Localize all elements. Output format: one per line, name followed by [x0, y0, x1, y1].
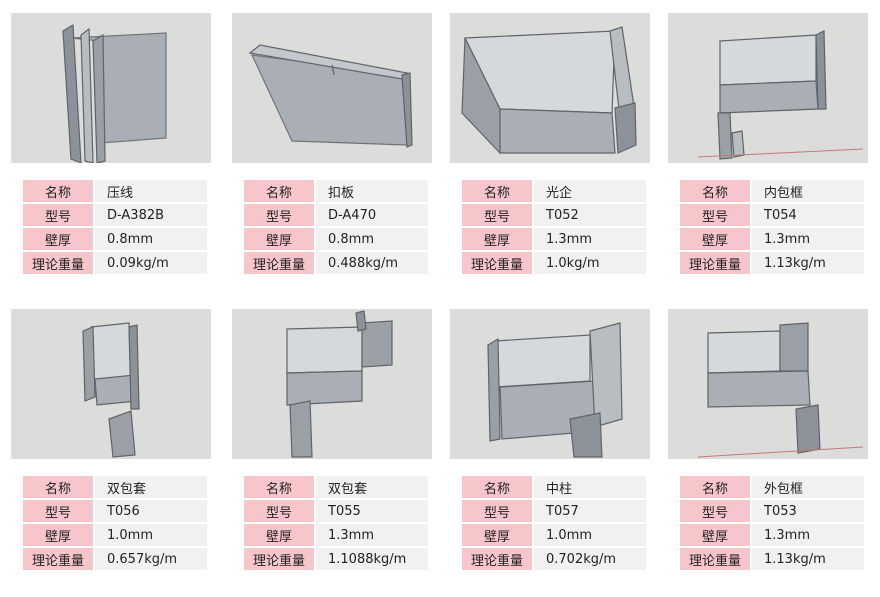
name-label: 名称	[462, 180, 532, 202]
product-image-1	[11, 13, 211, 163]
product-image-5	[11, 309, 211, 459]
door-profile-icon	[697, 322, 864, 458]
product-thickness: 1.3mm	[532, 228, 646, 250]
thickness-label: 壁厚	[23, 524, 93, 546]
thickness-label: 壁厚	[244, 228, 314, 250]
product-thickness: 1.3mm	[750, 228, 864, 250]
product-thickness: 1.3mm	[314, 524, 428, 546]
model-label: 型号	[23, 204, 93, 226]
weight-label: 理论重量	[462, 252, 532, 274]
product-name: 内包框	[750, 180, 864, 202]
product-model: T057	[532, 500, 646, 522]
door-profile-icon	[248, 44, 413, 148]
product-model: T056	[93, 500, 207, 522]
name-label: 名称	[23, 180, 93, 202]
model-label: 型号	[680, 204, 750, 226]
thickness-label: 壁厚	[244, 524, 314, 546]
product-image-3	[450, 13, 650, 163]
thickness-label: 壁厚	[23, 228, 93, 250]
product-model: D-A470	[314, 204, 428, 226]
product-name: 中柱	[532, 476, 646, 498]
product-model: T054	[750, 204, 864, 226]
name-label: 名称	[244, 180, 314, 202]
product-weight: 0.09kg/m	[93, 252, 207, 274]
door-profile-icon	[286, 310, 393, 458]
product-name: 外包框	[750, 476, 864, 498]
weight-label: 理论重量	[23, 252, 93, 274]
product-thickness: 0.8mm	[93, 228, 207, 250]
thickness-label: 壁厚	[462, 228, 532, 250]
product-weight: 1.13kg/m	[750, 548, 864, 570]
product-image-6	[232, 309, 432, 459]
product-thickness: 1.0mm	[532, 524, 646, 546]
product-image-4	[668, 13, 868, 163]
product-name: 扣板	[314, 180, 428, 202]
name-label: 名称	[462, 476, 532, 498]
product-weight: 0.488kg/m	[314, 252, 428, 274]
product-model: D-A382B	[93, 204, 207, 226]
model-label: 型号	[680, 500, 750, 522]
model-label: 型号	[462, 500, 532, 522]
door-profile-icon	[82, 322, 140, 458]
thickness-label: 壁厚	[680, 228, 750, 250]
product-name: 压线	[93, 180, 207, 202]
product-name: 双包套	[93, 476, 207, 498]
name-label: 名称	[23, 476, 93, 498]
door-profile-icon	[487, 322, 623, 458]
product-thickness: 1.0mm	[93, 524, 207, 546]
thickness-label: 壁厚	[680, 524, 750, 546]
product-weight: 0.657kg/m	[93, 548, 207, 570]
product-image-2	[232, 13, 432, 163]
product-thickness: 1.3mm	[750, 524, 864, 546]
door-profile-icon	[461, 26, 637, 155]
weight-label: 理论重量	[680, 252, 750, 274]
door-profile-icon	[697, 30, 864, 160]
product-image-8	[668, 309, 868, 459]
product-thickness: 0.8mm	[314, 228, 428, 250]
name-label: 名称	[244, 476, 314, 498]
product-model: T053	[750, 500, 864, 522]
product-name: 双包套	[314, 476, 428, 498]
product-image-7	[450, 309, 650, 459]
product-model: T052	[532, 204, 646, 226]
product-name: 光企	[532, 180, 646, 202]
model-label: 型号	[462, 204, 532, 226]
model-label: 型号	[23, 500, 93, 522]
product-weight: 1.1088kg/m	[314, 548, 428, 570]
model-label: 型号	[244, 500, 314, 522]
weight-label: 理论重量	[462, 548, 532, 570]
door-profile-icon	[62, 23, 167, 163]
product-weight: 1.13kg/m	[750, 252, 864, 274]
model-label: 型号	[244, 204, 314, 226]
weight-label: 理论重量	[680, 548, 750, 570]
name-label: 名称	[680, 476, 750, 498]
product-weight: 0.702kg/m	[532, 548, 646, 570]
product-model: T055	[314, 500, 428, 522]
weight-label: 理论重量	[244, 548, 314, 570]
name-label: 名称	[680, 180, 750, 202]
product-weight: 1.0kg/m	[532, 252, 646, 274]
thickness-label: 壁厚	[462, 524, 532, 546]
weight-label: 理论重量	[23, 548, 93, 570]
weight-label: 理论重量	[244, 252, 314, 274]
